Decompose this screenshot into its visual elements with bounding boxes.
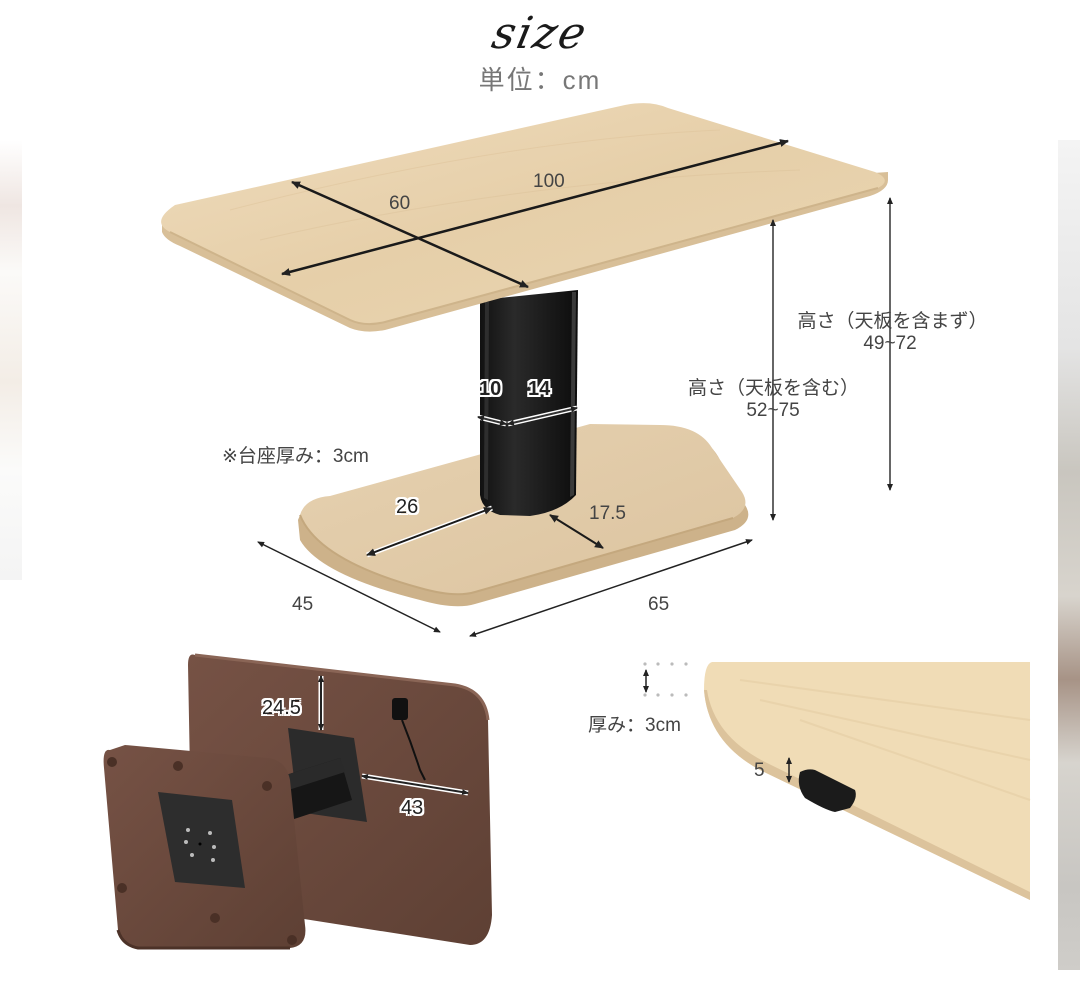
- table-column: [480, 290, 578, 516]
- base-depth-arrow: [257, 541, 441, 633]
- thickness-label: 厚み：3cm: [588, 715, 681, 736]
- lever-gap-label: 5: [754, 760, 765, 781]
- side-photo-left: [0, 140, 22, 580]
- base-offset-front-label: 17.5: [589, 503, 626, 524]
- thickness-dotted-box: [643, 662, 688, 697]
- height-without-top-range: 49~72: [863, 333, 917, 354]
- base-width-label: 65: [648, 594, 670, 615]
- column-width-label: 14: [528, 378, 551, 400]
- width-arrow: [291, 180, 529, 289]
- column-depth-label: 10: [479, 378, 502, 400]
- plate-to-edge-arrow: [361, 773, 469, 796]
- plate-offset-label: 24.5: [262, 697, 301, 719]
- lever-detail-photo: [704, 662, 1031, 900]
- base-offset-left-label: 26: [396, 496, 419, 518]
- column-dimension-arrows: [477, 405, 578, 427]
- underside-illustration: [103, 653, 492, 950]
- height-with-top-label: 高さ（天板を含む）: [688, 378, 860, 399]
- base-depth-label: 45: [292, 594, 314, 615]
- plate-to-edge-label: 43: [401, 797, 424, 819]
- height-with-top-range: 52~75: [746, 400, 800, 421]
- side-photo-right: [1058, 140, 1080, 970]
- unit-label: 単位：cm: [478, 65, 602, 95]
- tabletop-length-label: 100: [533, 171, 565, 192]
- base-width-arrow: [469, 539, 753, 637]
- tabletop-width-label: 60: [389, 193, 411, 214]
- height-without-top-label: 高さ（天板を含まず）: [797, 311, 988, 332]
- base-thickness-note: ※台座厚み：3cm: [222, 446, 369, 467]
